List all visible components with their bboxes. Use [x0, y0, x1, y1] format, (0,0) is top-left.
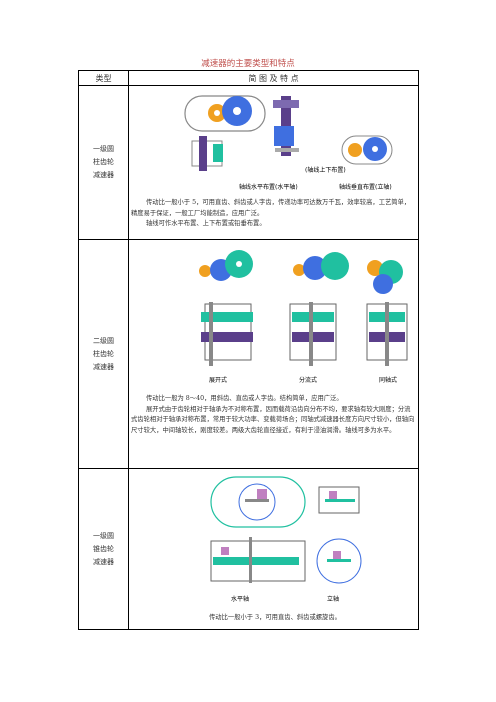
- diagram-label: 展开式: [209, 376, 227, 384]
- single-spur-diagram: (轴线上下布置) 轴线水平布置(水平轴) 轴线垂直布置(立轴): [184, 95, 393, 191]
- row-description: 传动比一般小于 3，可用直齿、斜齿或螺旋齿。: [209, 614, 341, 621]
- table-row: 一级圆 锥齿轮 减速器 水: [78, 468, 419, 630]
- table-row: 二级圆 柱齿轮 减速器: [78, 239, 419, 469]
- shaft-diagram-expanded: [201, 302, 253, 366]
- row-label: 二级圆 柱齿轮 减速器: [78, 239, 129, 469]
- diagram-label: 立轴: [327, 595, 339, 603]
- diagram-label: 轴线水平布置(水平轴): [239, 183, 298, 191]
- row-content: (轴线上下布置) 轴线水平布置(水平轴) 轴线垂直布置(立轴) 传动比一般小于 …: [128, 85, 419, 240]
- diagram-label: 同轴式: [379, 376, 397, 384]
- double-spur-diagram: 展开式 分流式 同轴式: [199, 250, 408, 384]
- diagram-label: (轴线上下布置): [305, 166, 346, 174]
- gear-blue-large: [222, 96, 252, 126]
- gear-set-split: [293, 252, 349, 280]
- row-label: 一级圆 柱齿轮 减速器: [78, 85, 129, 240]
- row-label: 一级圆 锥齿轮 减速器: [78, 468, 129, 630]
- row-description: 传动比一般小于 5，可用直齿、斜齿或人字齿，传递功率可达数万千瓦，效率较高，工艺…: [131, 199, 411, 227]
- diagram-label: 水平轴: [231, 595, 249, 603]
- bevel-diagram: 水平轴 立轴: [210, 476, 362, 603]
- diagram-label: 分流式: [299, 376, 317, 384]
- row-content: 展开式 分流式 同轴式 传动比一般为 8～40，用斜齿、直齿或人字齿。结构简单，…: [128, 239, 419, 469]
- shaft-diagram-split: [289, 302, 337, 366]
- reducer-types-table: 类型 简 图 及 特 点 一级圆 柱齿轮 减速器: [78, 70, 419, 630]
- table-row: 一级圆 柱齿轮 减速器: [78, 85, 419, 240]
- header-diagram: 简 图 及 特 点: [128, 70, 419, 86]
- table-header-row: 类型 简 图 及 特 点: [78, 70, 419, 86]
- gear-set-expanded: [199, 250, 253, 281]
- gear-set-coaxial: [367, 260, 403, 294]
- diagram-label: 轴线垂直布置(立轴): [339, 183, 392, 191]
- row-description: 传动比一般为 8～40，用斜齿、直齿或人字齿。结构简单，应用广泛。 展开式由于齿…: [131, 395, 415, 434]
- row-content: 水平轴 立轴 传动比一般小于 3，可用直齿、斜齿或螺旋齿。: [128, 468, 419, 630]
- gear-orange-small: [208, 104, 226, 122]
- header-type: 类型: [78, 70, 129, 86]
- page-title: 减速器的主要类型和特点: [201, 59, 295, 69]
- shaft-diagram-coaxial: [366, 302, 408, 366]
